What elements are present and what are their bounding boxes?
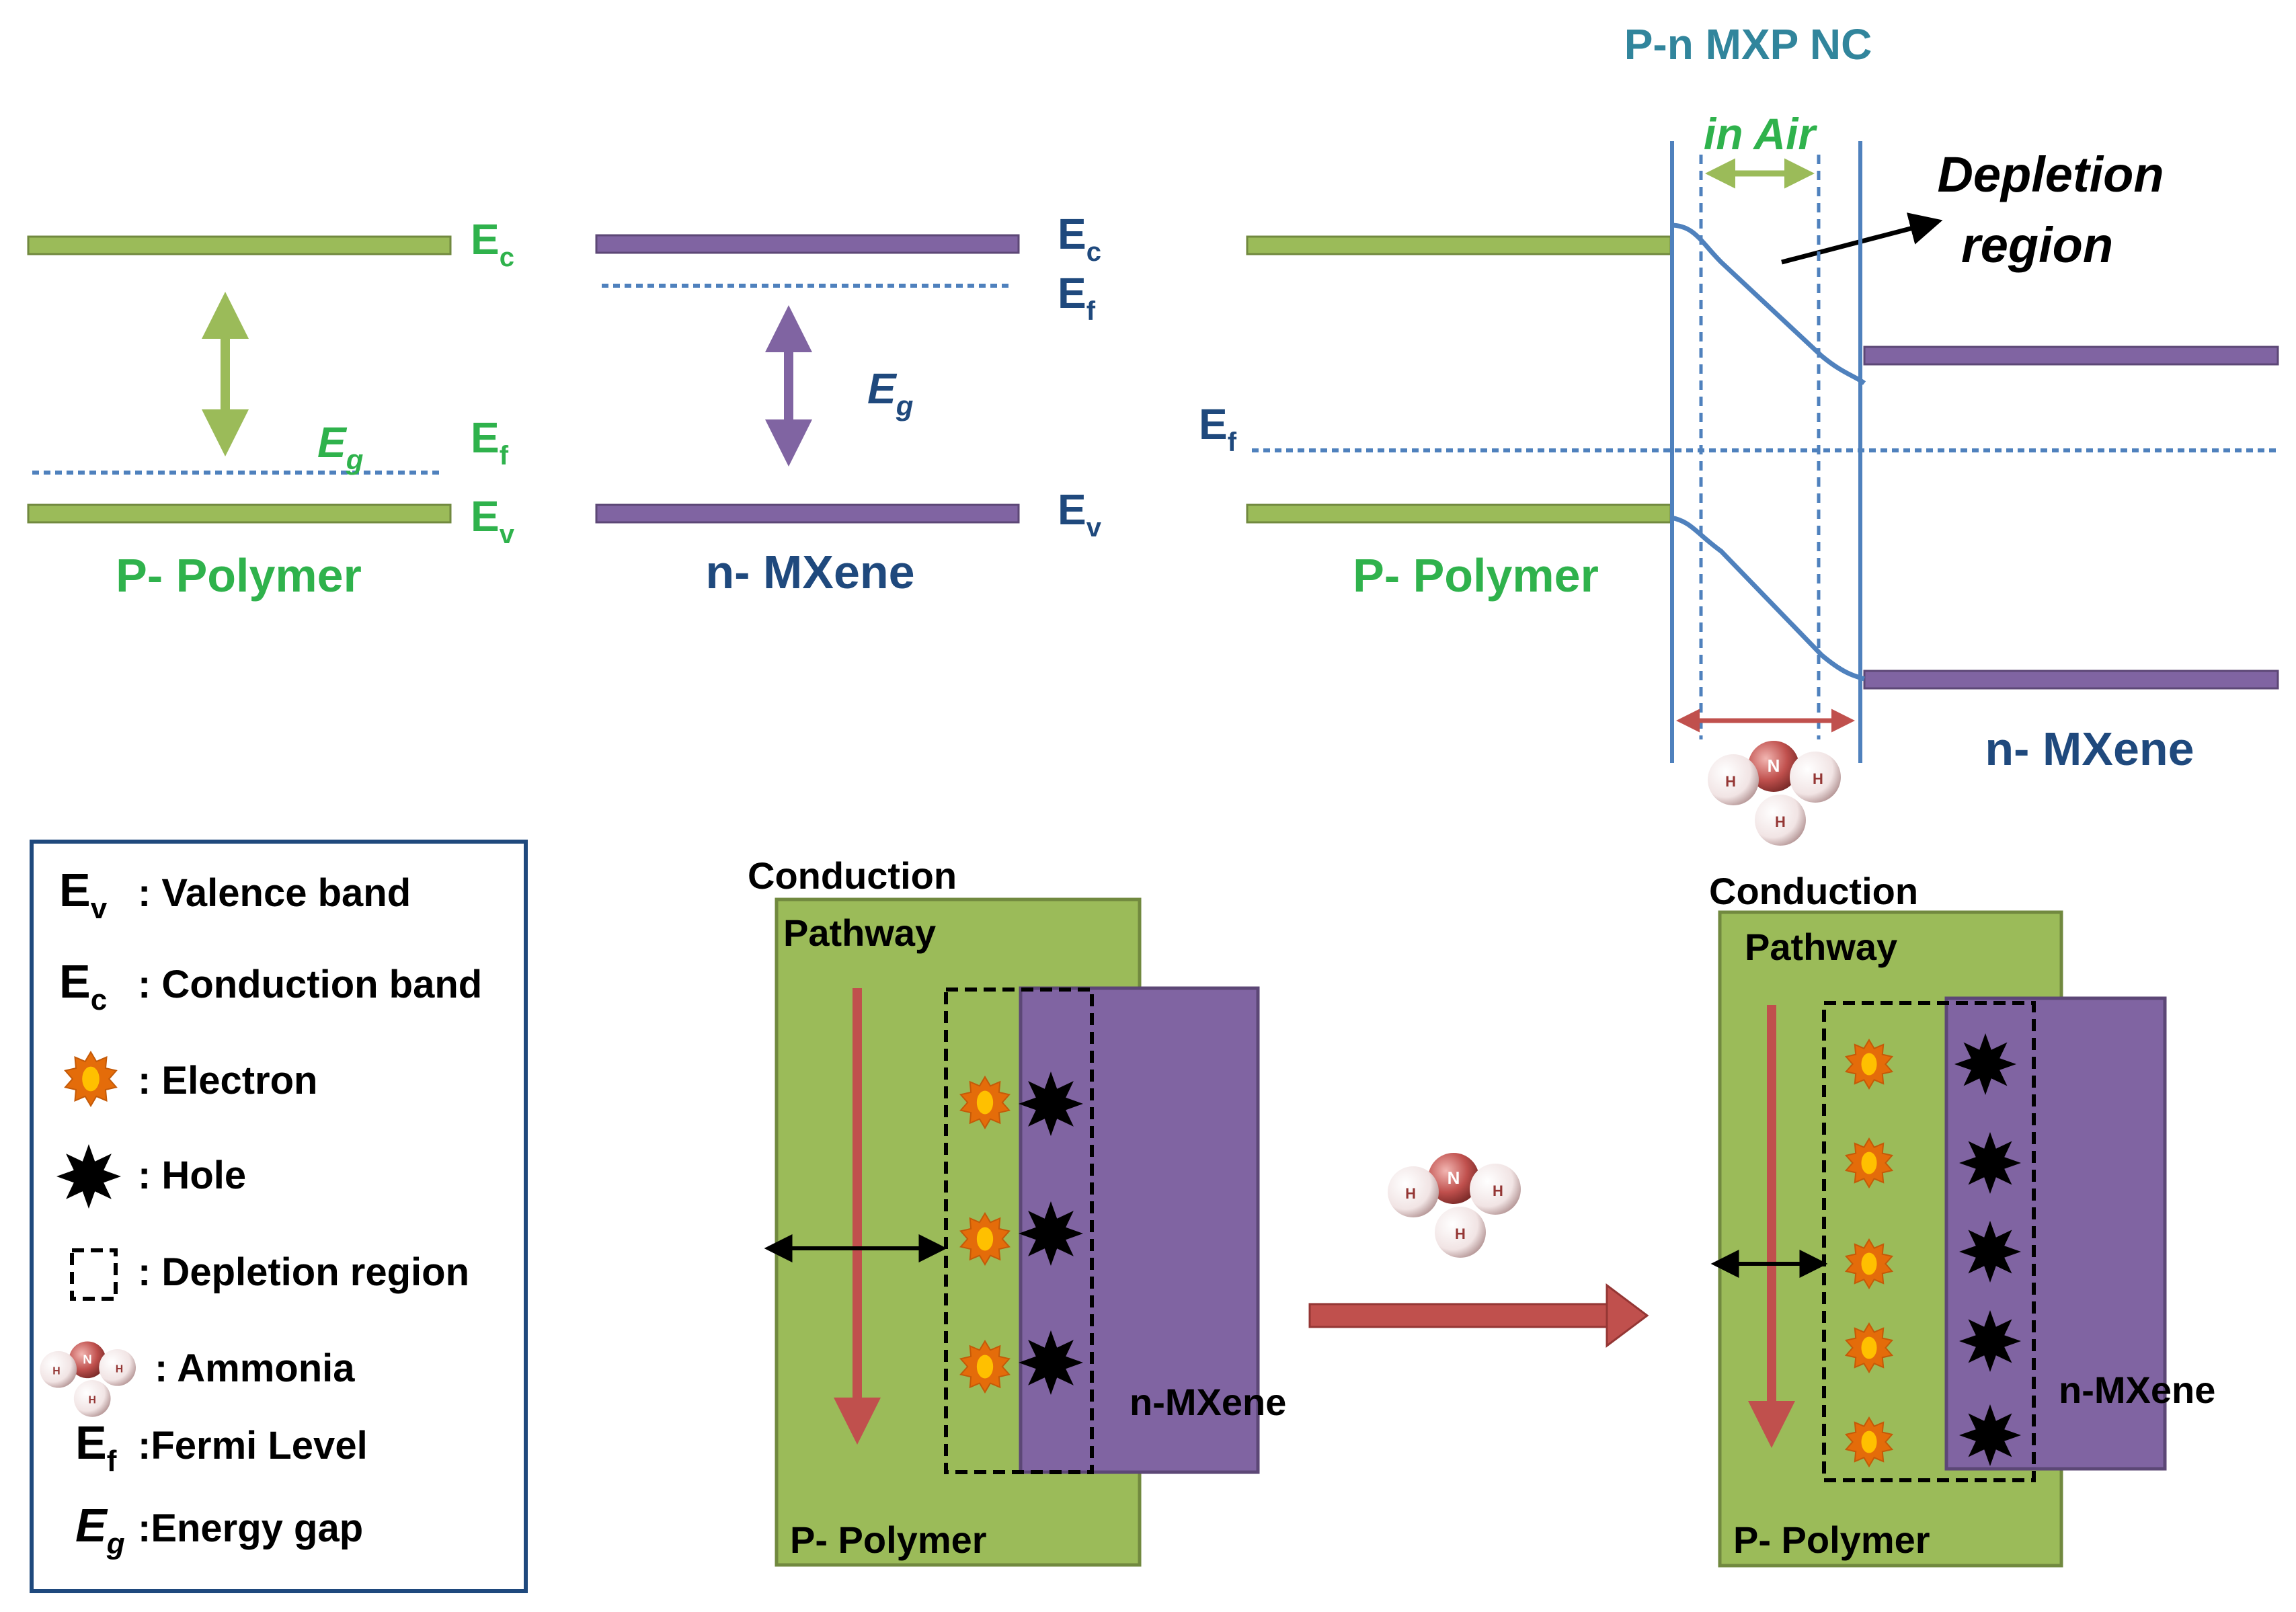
after-p-polymer-label: P- Polymer	[1733, 1519, 1930, 1561]
legend-ef-symbol: Ef	[75, 1416, 117, 1478]
p-polymer-ec-label: Ec	[471, 215, 514, 272]
before-hole	[1019, 1330, 1083, 1395]
after-hole	[1959, 1404, 2021, 1466]
before-hole	[1019, 1201, 1083, 1266]
after-hole	[1959, 1221, 2021, 1283]
junction-conduction-bend	[1670, 223, 1866, 385]
junction-n-conduction-band	[1863, 346, 2279, 366]
junction-ef-label: Ef	[1199, 400, 1237, 457]
after-hole	[1959, 1132, 2021, 1194]
junction-p-valence-band	[1246, 503, 1672, 524]
n-mxene-conduction-band	[595, 234, 1020, 254]
junction-n-mxene-title: n- MXene	[1985, 723, 2194, 775]
before-n-mxene-block	[1019, 986, 1260, 1474]
after-pathway-label: Pathway	[1745, 926, 1897, 968]
p-polymer-ev-label: Ev	[471, 492, 515, 549]
p-polymer-band-diagram: Ec Ef Ev Eg P- Polymer	[27, 215, 515, 602]
before-electron	[959, 1076, 1011, 1129]
ammonia-molecule-junction	[1708, 741, 1841, 846]
p-polymer-ef-label: Ef	[471, 413, 509, 471]
junction-title: P-n MXP NC	[1624, 20, 1872, 69]
before-depletion-region	[944, 988, 1094, 1474]
legend-electron-icon	[64, 1051, 118, 1107]
before-conduction-label: Conduction	[748, 854, 957, 897]
n-mxene-ev-label: Ev	[1058, 485, 1102, 542]
legend-depletion-icon	[70, 1248, 118, 1301]
legend-eg-text: :Energy gap	[138, 1506, 363, 1550]
depletion-region-label-line1: Depletion	[1937, 147, 2164, 202]
legend: Ev : Valence band Ec : Conduction band :…	[30, 840, 528, 1593]
legend-electron-text: : Electron	[138, 1059, 318, 1102]
legend-ev-symbol: Ev	[59, 864, 108, 925]
before-electron	[959, 1340, 1011, 1394]
in-air-label: in Air	[1704, 109, 1818, 159]
junction-n-valence-band	[1863, 670, 2279, 690]
legend-ev-text: : Valence band	[138, 871, 411, 915]
before-electron	[959, 1212, 1011, 1266]
depletion-region-label-line2: region	[1961, 217, 2113, 273]
exposure-arrow-shaft	[1308, 1303, 1614, 1328]
legend-box	[30, 840, 528, 1593]
after-hole	[1954, 1033, 2016, 1095]
n-mxene-ec-label: Ec	[1058, 210, 1101, 267]
after-n-mxene-label: n-MXene	[2059, 1369, 2215, 1411]
after-electron	[1844, 1322, 1894, 1373]
n-mxene-eg-label: Eg	[867, 364, 913, 421]
legend-ec-text: : Conduction band	[138, 963, 482, 1006]
p-polymer-title: P- Polymer	[116, 549, 362, 602]
legend-ec-symbol: Ec	[59, 955, 107, 1016]
legend-depletion-text: : Depletion region	[138, 1250, 469, 1294]
legend-ef-text: :Fermi Level	[138, 1424, 368, 1467]
before-ammonia-schematic: Conduction Pathway n-MXene P- Polymer	[748, 854, 1286, 1567]
before-hole	[1019, 1072, 1083, 1136]
legend-eg-symbol: Eg	[75, 1499, 125, 1560]
after-hole	[1959, 1310, 2021, 1372]
n-mxene-band-diagram: Ec Ef Ev Eg n- MXene	[595, 210, 1102, 598]
junction-p-conduction-band	[1246, 235, 1672, 255]
n-mxene-title: n- MXene	[705, 546, 914, 598]
p-polymer-conduction-band	[27, 235, 452, 255]
before-pathway-label: Pathway	[783, 912, 936, 954]
n-mxene-valence-band	[595, 503, 1020, 524]
junction-p-polymer-title: P- Polymer	[1353, 549, 1599, 602]
exposure-arrow-head	[1606, 1283, 1649, 1348]
after-conduction-label: Conduction	[1709, 870, 1918, 912]
before-p-polymer-label: P- Polymer	[790, 1519, 987, 1561]
after-electron	[1844, 1039, 1894, 1090]
p-polymer-valence-band	[27, 503, 452, 524]
legend-hole-icon	[56, 1144, 121, 1209]
after-depletion-region	[1822, 1001, 2036, 1482]
legend-hole-text: : Hole	[138, 1154, 246, 1197]
n-mxene-ef-label: Ef	[1058, 269, 1096, 326]
exposure-transition	[1308, 1153, 1649, 1348]
after-electron	[1844, 1416, 1894, 1467]
junction-valence-bend	[1670, 515, 1865, 682]
after-electron	[1844, 1238, 1894, 1289]
legend-ammonia-text: : Ammonia	[155, 1346, 355, 1390]
after-ammonia-schematic: Conduction Pathway n-MXene P- Polymer	[1709, 870, 2215, 1568]
pn-junction-band-diagram: P-n MXP NC in Air Depletion region Ef P-…	[1199, 20, 2279, 846]
p-polymer-eg-label: Eg	[317, 418, 363, 475]
after-electron	[1844, 1137, 1894, 1188]
before-n-mxene-label: n-MXene	[1130, 1381, 1286, 1423]
ammonia-molecule-transition	[1388, 1153, 1521, 1258]
